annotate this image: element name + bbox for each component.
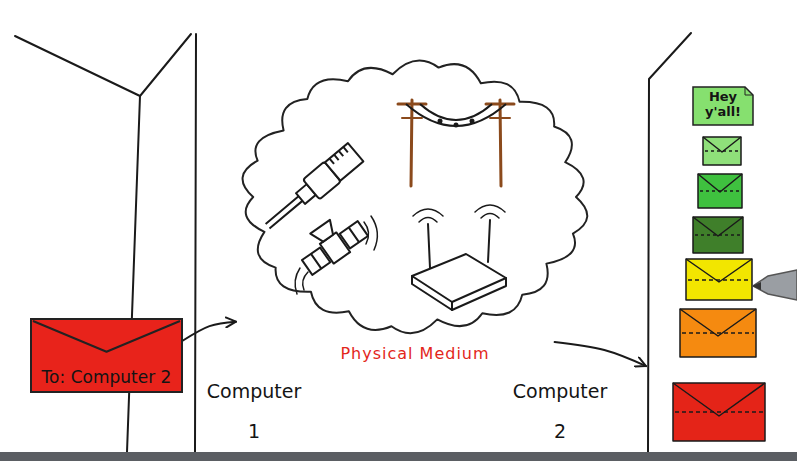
medium-label: Physical Medium (236, 344, 594, 363)
power-line (398, 100, 514, 186)
power-line (398, 103, 514, 106)
power-line (470, 119, 475, 124)
wifi-router (413, 209, 443, 222)
small-envelope (680, 309, 756, 357)
network-cloud-outline (236, 52, 594, 342)
wifi-router (475, 205, 505, 218)
computer-label: Computer 2 (506, 372, 614, 452)
small-envelope (698, 174, 742, 192)
envelope: To: Computer 2 (30, 318, 183, 393)
signal-waves (303, 272, 308, 290)
power-line (438, 119, 443, 124)
computer-panel: Computer 1To: Computer 2 (0, 0, 196, 461)
small-envelope (673, 383, 765, 441)
small-envelope (680, 309, 756, 357)
computer-outline (15, 33, 691, 452)
note-fold (745, 87, 753, 95)
ethernet-cable (266, 196, 303, 228)
power-line (402, 117, 510, 119)
wifi-router (412, 205, 506, 310)
small-envelope (693, 217, 743, 253)
power-line (420, 104, 492, 120)
cloud-outline (243, 61, 588, 334)
connector-arrow (555, 342, 646, 366)
bottom-bar (0, 452, 797, 461)
satellite (310, 220, 338, 245)
pen (752, 270, 797, 300)
small-envelope (682, 332, 754, 334)
wifi-router (412, 254, 506, 302)
power-line (398, 100, 514, 186)
small-envelope (675, 411, 763, 413)
message-note: Hey y'all! (692, 86, 754, 126)
power-line (411, 100, 501, 186)
small-envelope (695, 234, 741, 236)
small-envelope (698, 174, 742, 208)
address-text: To: Computer 2 (42, 367, 172, 387)
wifi-router (428, 220, 490, 268)
ethernet-cable (259, 142, 364, 236)
envelope-stack (673, 137, 765, 441)
small-envelope (703, 137, 741, 152)
small-envelope (693, 217, 743, 236)
small-envelope (693, 217, 743, 253)
pen (753, 270, 797, 300)
small-envelope (686, 259, 752, 282)
small-envelope (705, 150, 739, 152)
signal-waves (364, 222, 369, 244)
note-paper (693, 87, 753, 125)
small-envelope (703, 137, 741, 165)
envelope-flap (33, 321, 180, 352)
small-envelope (703, 137, 741, 165)
small-envelope (686, 259, 752, 300)
small-envelope (686, 259, 752, 300)
network-cloud: Physical Medium (236, 52, 594, 342)
computer-panel: Computer 2Hey y'all! (646, 0, 797, 452)
ethernet-cable (330, 147, 348, 164)
small-envelope (680, 309, 756, 336)
envelope-body (31, 319, 182, 392)
small-envelope (688, 279, 750, 281)
ethernet-cable (325, 143, 363, 181)
connector-arrow (183, 322, 236, 341)
small-envelope (673, 383, 765, 416)
wifi-router (412, 276, 506, 310)
satellite (292, 207, 369, 277)
computer-outline (15, 34, 191, 96)
message-text: Hey y'all! (694, 90, 752, 120)
power-line (454, 123, 459, 128)
computer-label: Computer 1 (200, 372, 308, 452)
small-envelope (698, 174, 742, 208)
pen (752, 282, 761, 290)
wifi-router (451, 302, 453, 310)
small-envelope (700, 190, 740, 192)
computer-outline (195, 34, 196, 452)
computer-outline (127, 96, 140, 452)
signal-waves (295, 216, 377, 294)
signal-waves (371, 216, 377, 250)
small-envelope (673, 383, 765, 441)
